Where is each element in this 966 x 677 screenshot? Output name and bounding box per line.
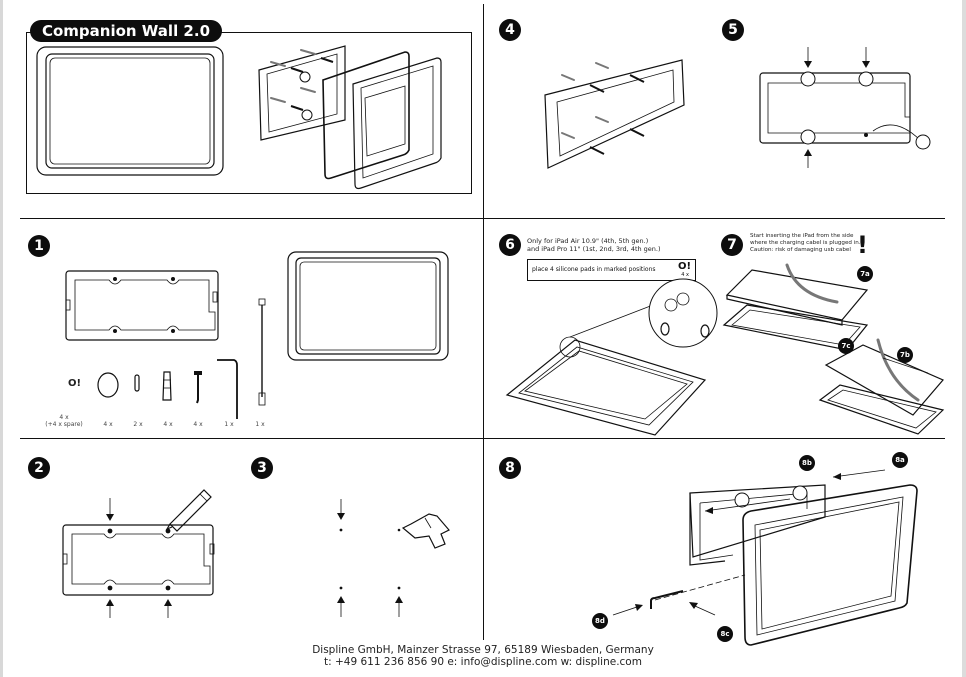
drill-icon: [397, 513, 450, 549]
step-badge-4: 4: [499, 19, 521, 41]
place-pads-illustration: [759, 47, 931, 168]
callout-8b: 8b: [799, 455, 815, 471]
footer-contact: t: +49 611 236 856 90 e: info@displine.c…: [324, 656, 642, 668]
qty-line1: 4 x: [59, 414, 69, 421]
qty-screw: 4 x: [193, 421, 203, 428]
divider-column: [483, 4, 484, 640]
step-badge-8: 8: [499, 457, 521, 479]
divider-row-1: [20, 218, 945, 219]
callout-8d: 8d: [592, 613, 608, 629]
divider-row-2: [20, 438, 945, 439]
drill-holes-marks: [337, 499, 403, 617]
step-badge-6: 6: [499, 234, 521, 256]
exploded-assembly-illustration: [258, 45, 442, 190]
warning-icon: !: [857, 231, 868, 259]
step-badge-7: 7: [721, 234, 743, 256]
insert-ipad-illustration-a: [722, 263, 869, 351]
step-badge-2: 2: [28, 457, 50, 479]
part-silicone-pad-glyph: O!: [68, 378, 82, 389]
callout-7b: 7b: [897, 347, 913, 363]
screw-icon: [194, 371, 202, 404]
step-badge-1: 1: [28, 235, 50, 257]
qty-wall-plug: 4 x: [163, 421, 173, 428]
silicone-pad-qty: 4 x: [681, 272, 689, 278]
enclosure-silicone-pads-illustration: [505, 278, 718, 436]
ipad-enclosure-illustration: [287, 251, 449, 361]
silicone-pad-instruction-box: place 4 silicone pads in marked position…: [527, 259, 696, 281]
step6-compatibility-note: Only for iPad Air 10.9" (4th, 5th gen.) …: [527, 237, 661, 253]
cable-icon: [258, 298, 266, 406]
callout-8a: 8a: [892, 452, 908, 468]
pencil-icon: [165, 489, 212, 532]
product-overview-frame: [26, 32, 472, 194]
step6-note-line2: and iPad Pro 11" (1st, 2nd, 3rd, 4th gen…: [527, 245, 661, 253]
page-edge-left: [0, 0, 3, 677]
callout-8c: 8c: [717, 626, 733, 642]
callout-7a: 7a: [857, 266, 873, 282]
step7-note-line1: Start inserting the iPad from the side: [750, 233, 854, 239]
silicone-pad-instruction: place 4 silicone pads in marked position…: [532, 266, 656, 273]
step6-note-line1: Only for iPad Air 10.9" (4th, 5th gen.): [527, 237, 649, 245]
step7-note-line2: where the charging cabel is plugged in.: [750, 240, 861, 246]
insert-ipad-illustration-b: [818, 338, 945, 435]
wall-plug-icon: [162, 371, 172, 401]
qty-silicone-pad: 4 x(+4 x spare): [44, 414, 84, 428]
allen-key-icon: [217, 359, 238, 419]
mark-holes-illustration: [62, 498, 215, 618]
callout-7c: 7c: [838, 338, 854, 354]
page-edge-right: [962, 0, 966, 677]
round-cap-icon: [97, 372, 119, 398]
qty-line2: (+4 x spare): [45, 421, 83, 428]
footer-address: Displine GmbH, Mainzer Strasse 97, 65189…: [312, 644, 654, 656]
attach-frame-illustration: [612, 469, 918, 646]
qty-round-cap: 4 x: [103, 421, 113, 428]
mounting-plate-illustration: [65, 270, 219, 341]
product-title: Companion Wall 2.0: [30, 20, 222, 42]
qty-pin: 2 x: [133, 421, 143, 428]
step-badge-3: 3: [251, 457, 273, 479]
step7-note-line3: Caution: risk of damaging usb cabel: [750, 247, 851, 253]
step-badge-5: 5: [722, 19, 744, 41]
silicone-pad-icon: O!: [677, 261, 691, 272]
ipad-enclosure-front-illustration: [36, 46, 224, 176]
pin-icon: [134, 374, 140, 392]
qty-cable: 1 x: [255, 421, 265, 428]
mount-plate-to-wall-illustration: [544, 59, 685, 169]
qty-allen-key: 1 x: [224, 421, 234, 428]
step7-insert-note: Start inserting the iPad from the side w…: [750, 233, 861, 254]
